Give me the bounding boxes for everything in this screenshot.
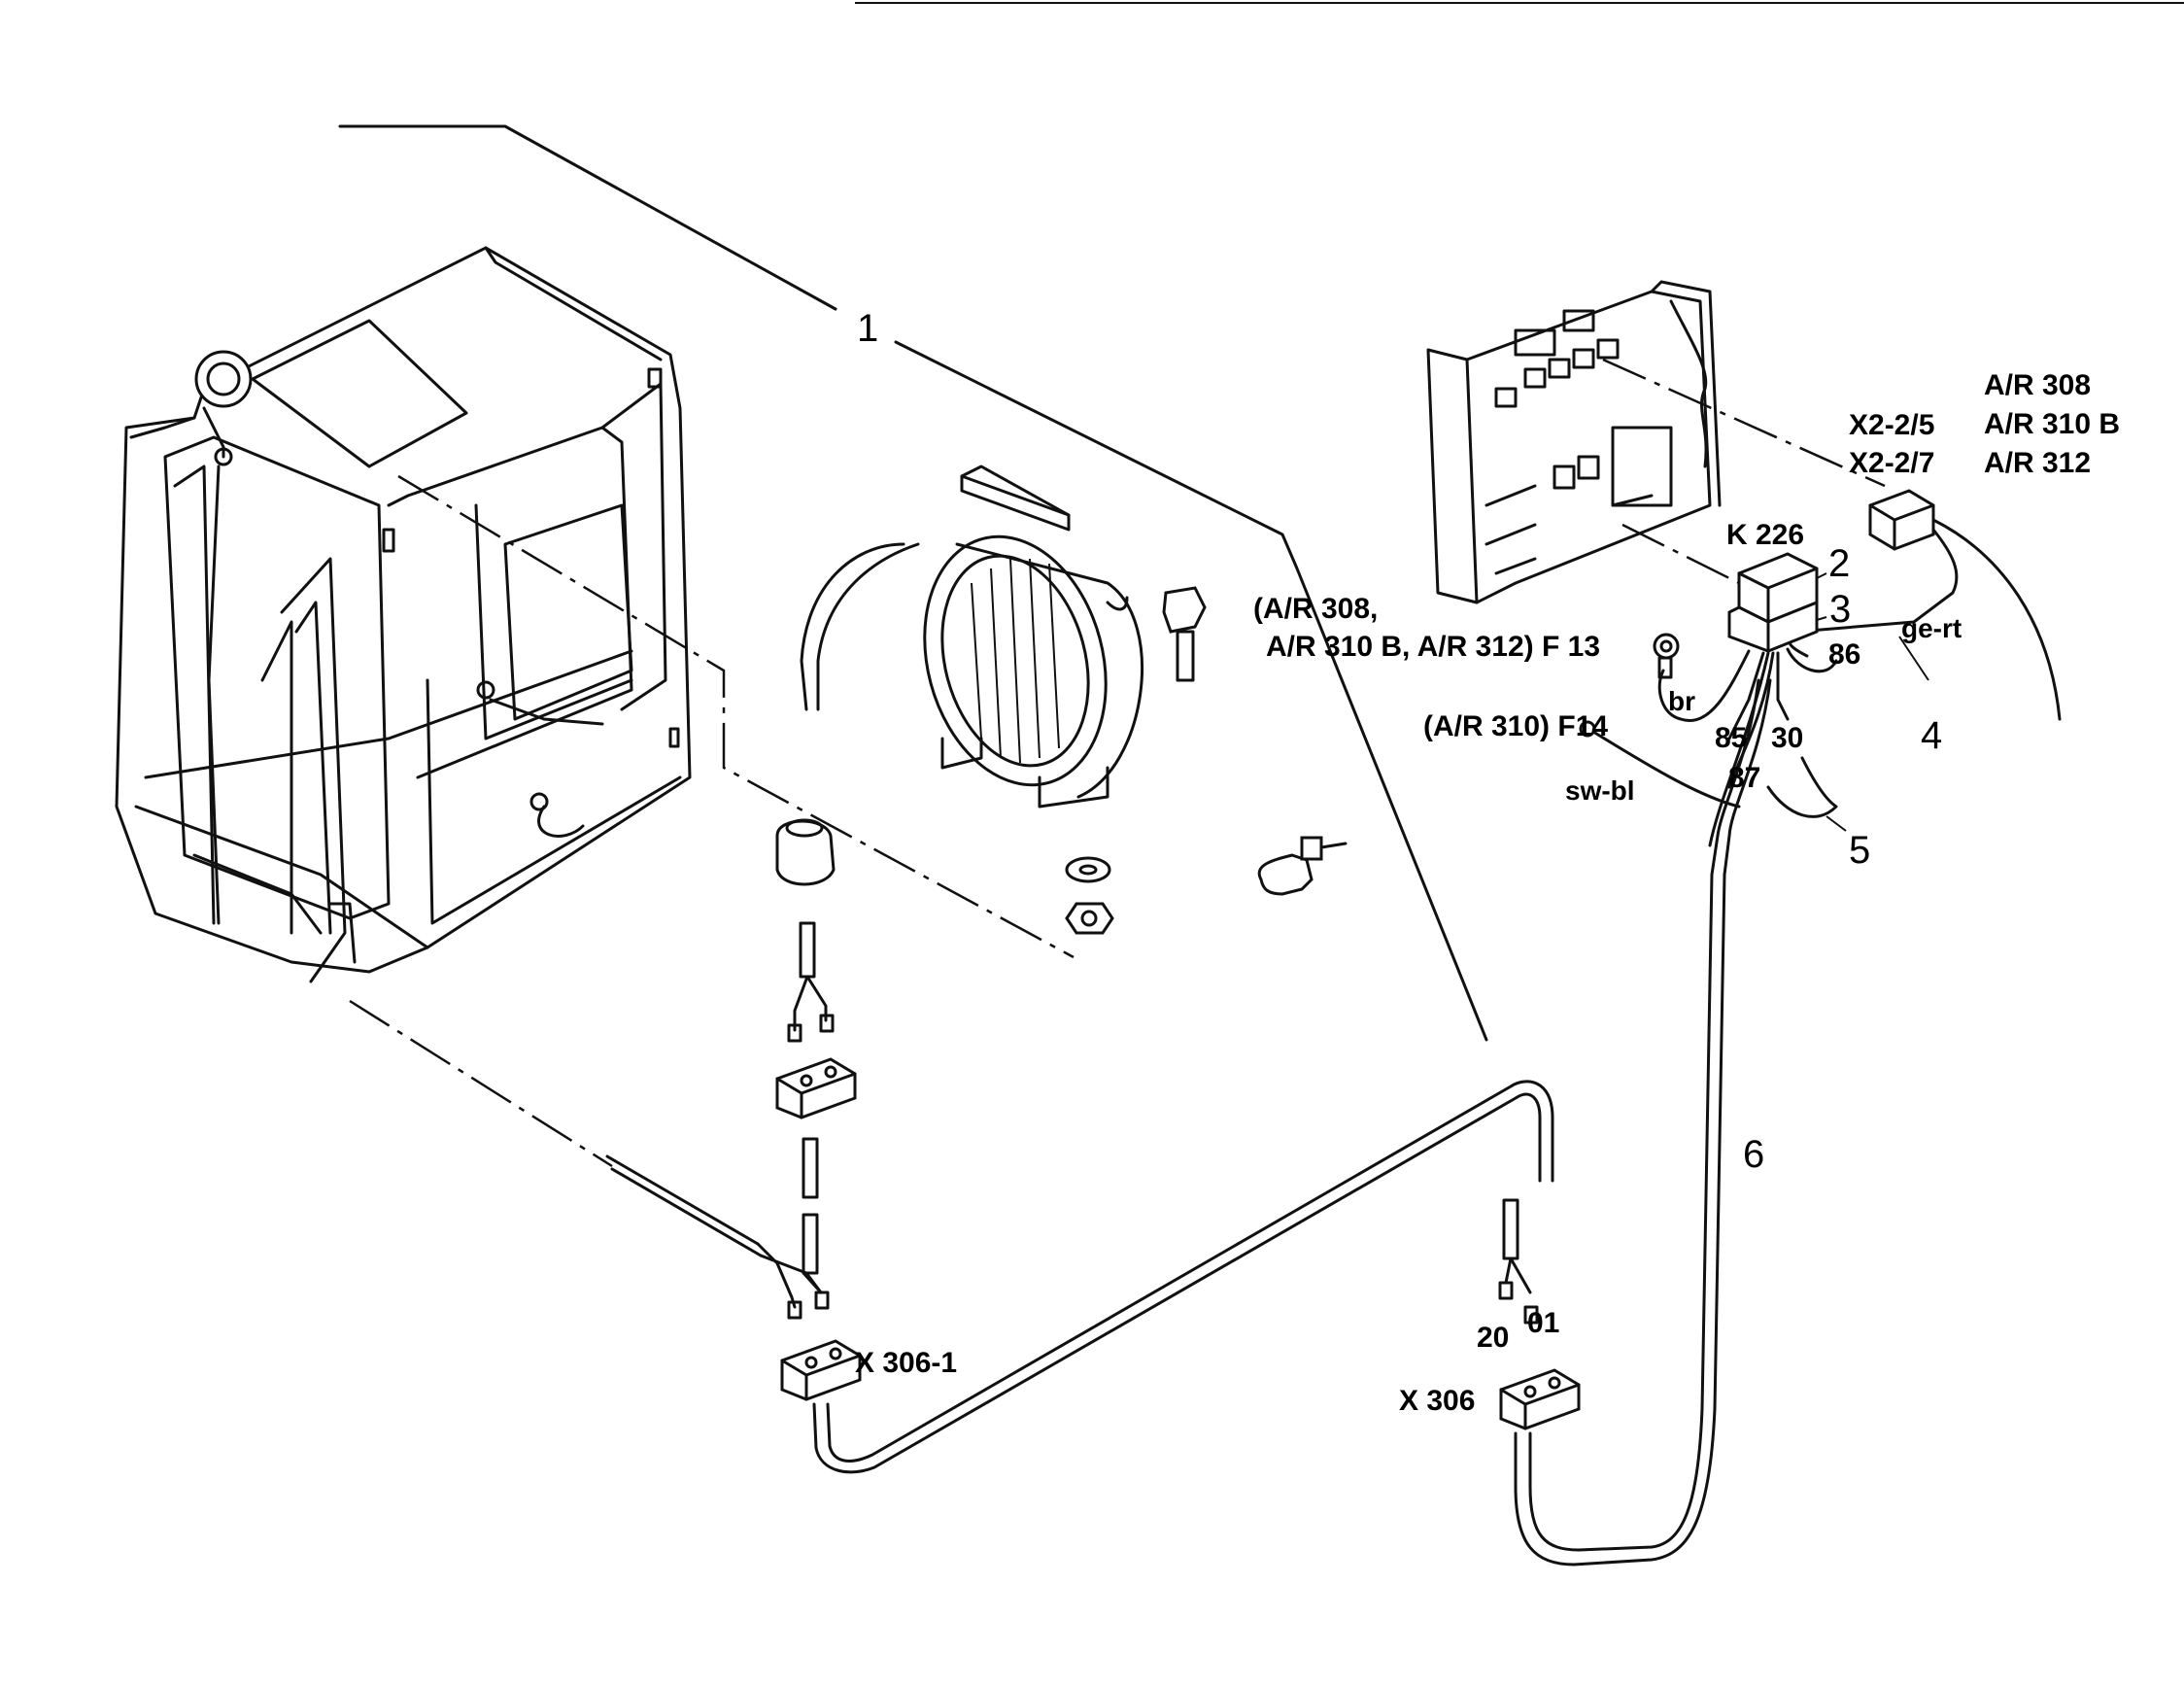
x2-2-7-label: X2-2/7 bbox=[1849, 447, 1935, 479]
callout-1: 1 bbox=[857, 307, 879, 350]
dashline-panel-connector bbox=[1602, 358, 1886, 488]
dashline-harness bbox=[349, 999, 613, 1168]
f13-label-line2: A/R 310 B, A/R 312) F 13 bbox=[1266, 631, 1601, 663]
terminal-01: 01 bbox=[1527, 1307, 1560, 1339]
callout-5: 5 bbox=[1849, 829, 1871, 872]
callout-4: 4 bbox=[1921, 714, 1943, 757]
lamp-lead bbox=[775, 921, 857, 1275]
terminal-20: 20 bbox=[1477, 1322, 1510, 1354]
relay-k226 bbox=[1579, 552, 1929, 847]
callout-3: 3 bbox=[1829, 588, 1852, 631]
callout-6: 6 bbox=[1743, 1133, 1765, 1176]
work-lamp bbox=[775, 465, 1348, 935]
x2-2-5-label: X2-2/5 bbox=[1849, 409, 1935, 441]
wire-ge-rt-label: ge-rt bbox=[1901, 613, 1962, 643]
ar312-label: A/R 312 bbox=[1984, 447, 2092, 479]
wire-br-label: br bbox=[1668, 686, 1695, 716]
f13-label-line1: (A/R 308, bbox=[1253, 593, 1379, 625]
harness-right bbox=[1499, 678, 1772, 1566]
ar310b-label: A/R 310 B bbox=[1984, 408, 2121, 440]
terminal-85: 85 bbox=[1715, 722, 1748, 754]
terminal-86: 86 bbox=[1828, 638, 1861, 671]
dashline-panel-relay bbox=[1621, 523, 1740, 585]
ar308-label: A/R 308 bbox=[1984, 369, 2092, 401]
f14-label: (A/R 310) F14 bbox=[1423, 710, 1609, 742]
harness-left bbox=[605, 1080, 1554, 1474]
electrical-panel bbox=[1426, 280, 1722, 604]
terminal-30: 30 bbox=[1771, 722, 1804, 754]
wire-sw-bl-label: sw-bl bbox=[1565, 775, 1635, 806]
terminal-87: 87 bbox=[1728, 762, 1761, 794]
x306-1-label: X 306-1 bbox=[855, 1347, 958, 1379]
callout-2: 2 bbox=[1828, 542, 1851, 585]
x306-label: X 306 bbox=[1399, 1385, 1476, 1417]
x2-connector bbox=[1788, 489, 2062, 721]
dashline-lamp bbox=[397, 474, 1075, 959]
operator-cab bbox=[115, 246, 692, 983]
relay-label: K 226 bbox=[1726, 519, 1805, 551]
leader-1 bbox=[338, 124, 1488, 1042]
